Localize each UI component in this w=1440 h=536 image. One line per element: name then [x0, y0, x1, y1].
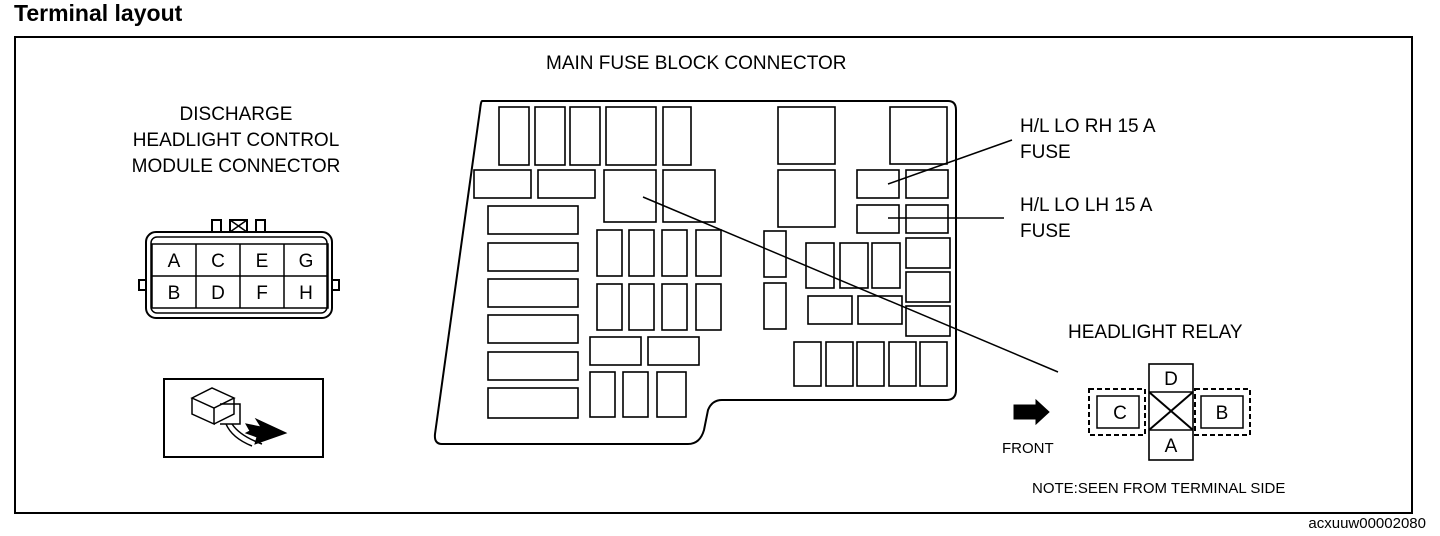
connector-side-nub-left: [138, 279, 147, 291]
main-fuse-block-label: MAIN FUSE BLOCK CONNECTOR: [546, 53, 847, 74]
terminal-C: C: [211, 251, 225, 272]
connector-latch-right: [255, 219, 266, 233]
discharge-connector-label: DISCHARGE HEADLIGHT CONTROL MODULE CONNE…: [100, 102, 372, 180]
rh-fuse-line2: FUSE: [1020, 142, 1071, 163]
fuse-hl-lo-rh: [856, 169, 900, 199]
connector-inner-shell: [150, 236, 328, 314]
relay-terminal-A: A: [1165, 436, 1178, 457]
discharge-label-line1: DISCHARGE: [179, 104, 293, 125]
lh-fuse-line2: FUSE: [1020, 221, 1071, 242]
lh-fuse-line1: H/L LO LH 15 A: [1020, 195, 1153, 216]
terminal-F: F: [256, 283, 268, 304]
image-code: acxuuw00002080: [1308, 515, 1426, 532]
fuse-block-fuses: [473, 106, 951, 419]
terminal-side-view-icon: [163, 378, 324, 458]
terminal-A: A: [168, 251, 181, 272]
relay-terminal-C: C: [1113, 403, 1127, 424]
fuse-hl-lo-lh: [856, 204, 900, 234]
terminal-side-note: NOTE:SEEN FROM TERMINAL SIDE: [1032, 480, 1286, 497]
connector-outer-shell: [145, 231, 333, 319]
relay-leader-line: [642, 196, 1059, 373]
front-label: FRONT: [1002, 440, 1054, 457]
discharge-label-line3: MODULE CONNECTOR: [131, 156, 341, 177]
rh-fuse-leader-line: [887, 139, 1013, 185]
terminal-H: H: [299, 283, 313, 304]
discharge-connector: A C E G B D F H: [138, 219, 340, 319]
connector-lock-icon: [229, 219, 248, 233]
terminal-G: G: [299, 251, 314, 272]
relay-terminal-B: B: [1216, 403, 1229, 424]
rh-fuse-callout: H/L LO RH 15 A FUSE: [1020, 114, 1156, 166]
rh-fuse-line1: H/L LO RH 15 A: [1020, 116, 1156, 137]
connector-latch-left: [211, 219, 222, 233]
headlight-relay-label: HEADLIGHT RELAY: [1068, 322, 1243, 343]
terminal-B: B: [168, 283, 181, 304]
diagram-frame: [14, 36, 1413, 514]
page-title: Terminal layout: [14, 0, 183, 26]
fuse-relay-socket: [603, 169, 657, 223]
fuse-block-outline: [433, 100, 957, 445]
connector-side-nub-right: [331, 279, 340, 291]
terminal-E: E: [256, 251, 269, 272]
terminal-D: D: [211, 283, 225, 304]
relay-terminal-D: D: [1164, 369, 1178, 390]
discharge-label-line2: HEADLIGHT CONTROL: [132, 130, 340, 151]
lh-fuse-callout: H/L LO LH 15 A FUSE: [1020, 193, 1152, 245]
headlight-relay: D A C B: [1088, 363, 1251, 461]
front-arrow-icon: [1013, 398, 1050, 426]
